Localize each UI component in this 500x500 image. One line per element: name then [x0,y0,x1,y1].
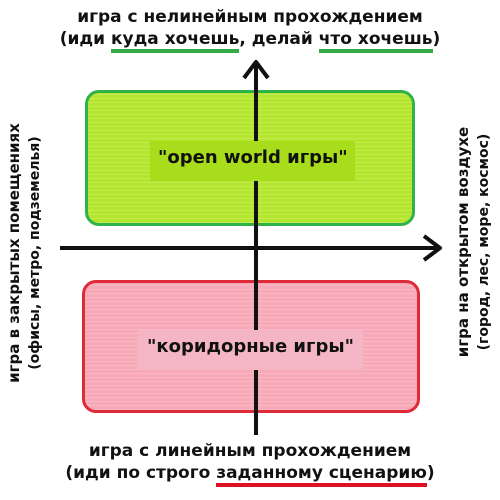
horizontal-axis-arrowhead [422,234,442,262]
top-caption-middle: , делай [239,29,319,49]
top-caption-highlight-where: куда хочешь [110,29,240,53]
top-caption-line2: (иди куда хочешь, делай что хочешь) [0,28,500,53]
bottom-caption-highlight: заданному сценарию [216,463,427,487]
right-axis-caption: игра на открытом воздухе (город, лес, мо… [449,77,499,407]
top-axis-caption: игра с нелинейным прохождением (иди куда… [0,6,500,53]
corridor-label: "коридорные игры" [138,330,363,370]
left-caption-line2: (офисы, метро, подземелья) [27,136,43,370]
bottom-caption-line2: (иди по строго заданному сценарию) [0,462,500,487]
top-caption-prefix: (иди [59,29,111,49]
open-world-label: "open world игры" [150,141,355,181]
bottom-caption-line1: игра с линейным прохождением [88,441,412,461]
top-caption-highlight-what: что хочешь [318,29,433,53]
bottom-caption-suffix: ) [426,463,435,483]
left-caption-line1: игра в закрытых помещениях [5,123,23,383]
top-caption-suffix: ) [432,29,441,49]
bottom-caption-prefix: (иди по строго [65,463,217,483]
vertical-axis-arrowhead [242,60,270,80]
bottom-axis-caption: игра с линейным прохождением (иди по стр… [0,440,500,487]
open-world-region [85,90,415,226]
right-caption-line1: игра на открытом воздухе [454,126,472,358]
top-caption-line1: игра с нелинейным прохождением [77,7,423,27]
left-axis-caption: игра в закрытых помещениях (офисы, метро… [0,88,50,418]
right-caption-line2: (город, лес, море, космос) [476,133,492,351]
